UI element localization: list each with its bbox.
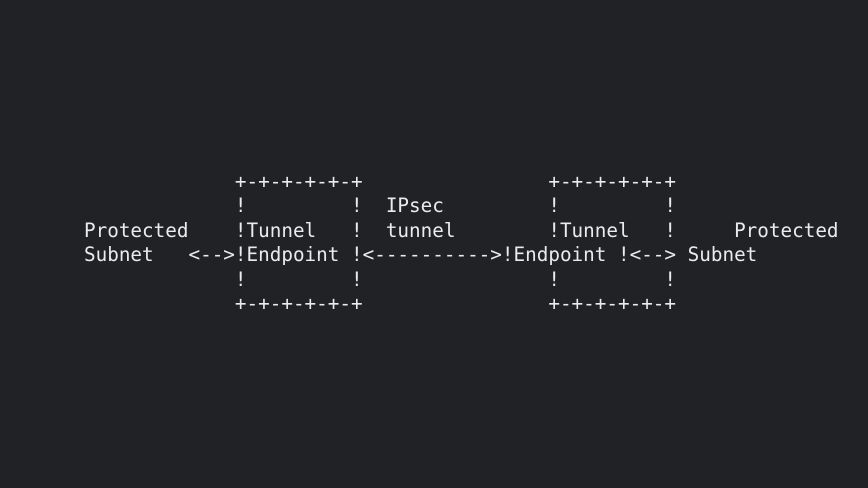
diagram-line-subnet-endpoint: Subnet <-->!Endpoint !<---------->!Endpo… bbox=[84, 243, 758, 267]
diagram-line-protected-tunnel: Protected !Tunnel ! tunnel !Tunnel ! Pro… bbox=[84, 218, 839, 242]
diagram-line-top-border: +-+-+-+-+-+ +-+-+-+-+-+ bbox=[84, 170, 677, 193]
diagram-line-bottom-border: +-+-+-+-+-+ +-+-+-+-+-+ bbox=[84, 291, 677, 315]
diagram-line-ipsec-label: ! ! IPsec ! ! bbox=[84, 194, 677, 218]
diagram-line-box-sides: ! ! ! ! bbox=[84, 267, 677, 291]
ipsec-tunnel-ascii-diagram: +-+-+-+-+-+ +-+-+-+-+-+ ! ! IPsec ! !Pro… bbox=[84, 170, 839, 316]
